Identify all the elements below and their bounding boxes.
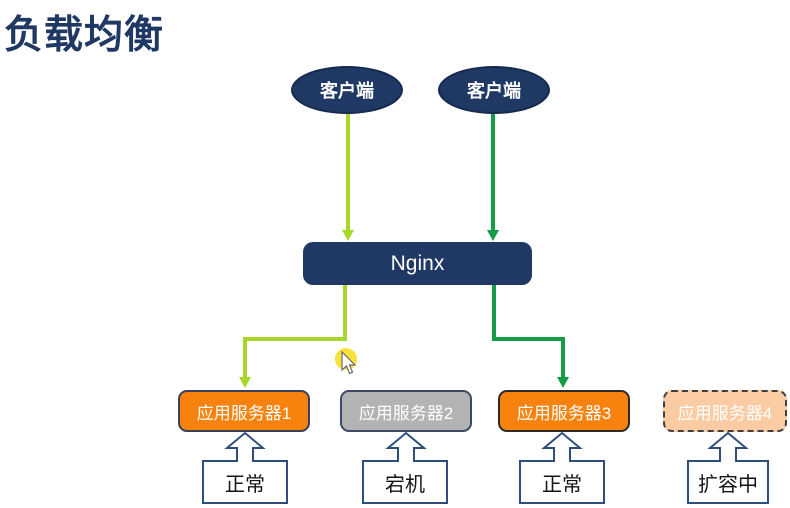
server-label: 应用服务器4: [677, 403, 773, 423]
status-label: 扩容中: [698, 473, 758, 496]
status-label: 正常: [542, 473, 582, 496]
server-node-4: 应用服务器4: [663, 390, 787, 432]
status-box-4: 扩容中: [687, 460, 769, 504]
server-node-3: 应用服务器3: [498, 390, 630, 432]
client-node-2: 客户端: [438, 66, 550, 114]
block-arrow-up-icon: [541, 431, 583, 462]
nginx-node: Nginx: [303, 242, 532, 285]
status-box-3: 正常: [519, 460, 605, 504]
arrowhead-icon: [342, 230, 354, 241]
client-label: 客户端: [320, 81, 374, 101]
cursor-highlight: [335, 348, 357, 370]
nginx-to-server1-arrow: [243, 285, 347, 380]
block-arrow-up-icon: [385, 431, 427, 462]
server-node-2: 应用服务器2: [340, 390, 472, 432]
mouse-pointer-icon: [341, 350, 357, 375]
nginx-to-server3-arrow: [492, 285, 565, 380]
server-node-1: 应用服务器1: [178, 390, 310, 432]
client-label: 客户端: [467, 81, 521, 101]
status-label: 正常: [225, 473, 265, 496]
nginx-label: Nginx: [390, 251, 445, 275]
client-node-1: 客户端: [291, 66, 403, 114]
status-box-2: 宕机: [362, 460, 448, 504]
arrowhead-icon: [239, 377, 251, 388]
block-arrow-up-icon: [224, 431, 266, 462]
server-label: 应用服务器2: [358, 403, 454, 423]
status-box-1: 正常: [202, 460, 288, 504]
status-label: 宕机: [385, 473, 425, 496]
arrowhead-icon: [487, 230, 499, 241]
server-label: 应用服务器3: [516, 403, 612, 423]
block-arrow-up-icon: [707, 431, 749, 462]
page-title: 负载均衡: [4, 14, 165, 57]
server-label: 应用服务器1: [196, 403, 292, 423]
arrowhead-icon: [557, 377, 569, 388]
